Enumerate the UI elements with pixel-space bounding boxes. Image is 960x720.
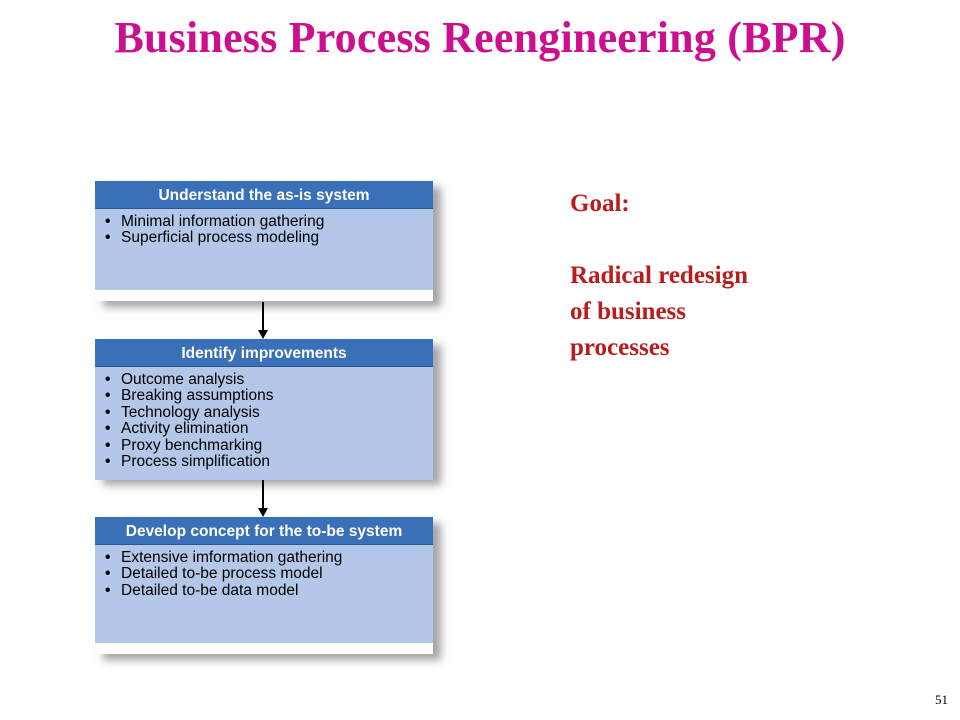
goal-line: Radical redesign xyxy=(570,262,749,289)
process-step-identify: Identify improvements •Outcome analysis … xyxy=(95,339,433,480)
step-bullet: •Detailed to-be data model xyxy=(105,581,299,599)
step-bullet: •Activity elimination xyxy=(105,420,249,438)
step-body: •Minimal information gathering •Superfic… xyxy=(95,209,433,290)
step-bullet: •Superficial process modeling xyxy=(105,229,320,247)
step-bullet: •Technology analysis xyxy=(105,403,260,421)
slide-title: Business Process Reengineering (BPR) xyxy=(114,13,846,62)
page-number: 51 xyxy=(935,692,948,707)
step-body: •Extensive imformation gathering •Detail… xyxy=(95,545,433,643)
step-bullet: •Proxy benchmarking xyxy=(105,436,263,454)
process-step-understand: Understand the as-is system •Minimal inf… xyxy=(95,181,433,301)
step-bullet: •Detailed to-be process model xyxy=(105,565,323,583)
step-header: Develop concept for the to-be system xyxy=(95,517,433,545)
goal-line: processes xyxy=(570,334,670,361)
goal-line: of business xyxy=(570,298,687,325)
step-header: Understand the as-is system xyxy=(95,181,433,209)
step-header: Identify improvements xyxy=(95,339,433,367)
step-bullet: •Minimal information gathering xyxy=(105,213,325,230)
step-bullet: •Outcome analysis xyxy=(105,371,245,388)
process-step-develop: Develop concept for the to-be system •Ex… xyxy=(95,517,433,654)
goal-text: Goal: Radical redesign of business proce… xyxy=(570,186,748,366)
step-bullet: •Process simplification xyxy=(105,453,271,471)
down-arrow-icon xyxy=(258,480,268,517)
step-body: •Outcome analysis •Breaking assumptions … xyxy=(95,367,433,480)
step-bullet: •Extensive imformation gathering xyxy=(105,549,343,566)
goal-label: Goal: xyxy=(570,190,630,217)
down-arrow-icon xyxy=(258,302,268,339)
step-bullet: •Breaking assumptions xyxy=(105,387,274,405)
